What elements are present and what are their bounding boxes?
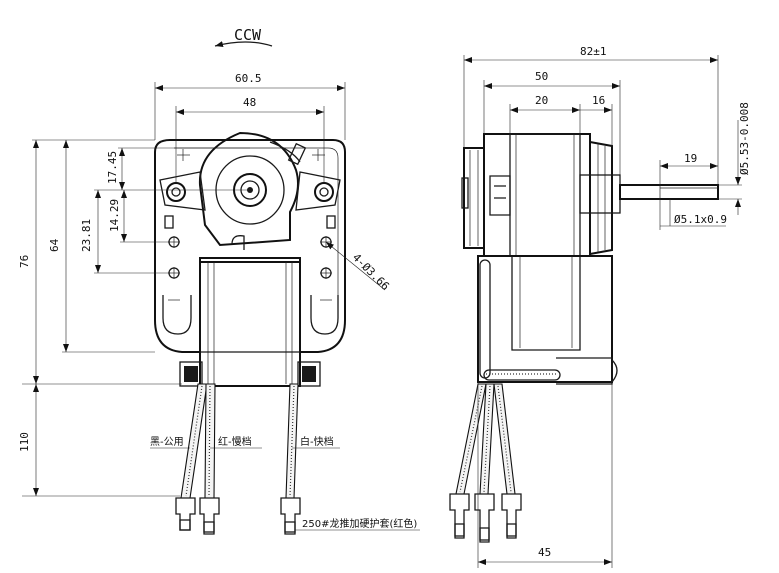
left-mount-boss: [166, 182, 186, 202]
front-view: 60.5 48 76 64 23.81 17.45: [18, 72, 420, 535]
label-black-common: 黑-公用: [150, 436, 184, 448]
dim-overall-length: 82±1: [580, 45, 607, 58]
dim-height-23-81: 23.81: [80, 219, 93, 252]
front-lead-wires: [180, 383, 299, 499]
side-lead-wires: [455, 383, 516, 495]
dim-mount-holes: 4-Ø3.66: [350, 251, 392, 293]
front-center-boss: [198, 131, 299, 247]
rotation-indicator: CCW: [214, 26, 273, 47]
dim-lead-length: 110: [18, 432, 31, 452]
left-slot: [162, 295, 192, 335]
dim-shaft-length: 19: [684, 152, 697, 165]
dim-hole-spacing: 48: [243, 96, 256, 109]
dim-body-length: 50: [535, 70, 548, 83]
side-shaft: [619, 184, 719, 200]
side-front-plate: [463, 147, 485, 249]
rotation-label: CCW: [234, 26, 262, 44]
dim-base-width: 45: [538, 546, 551, 559]
side-view: 82±1 50 20 16 19 Ø5.53-0.008: [449, 45, 751, 568]
wire-labels: 黑-公用 红-慢档 白-快档 250#龙推加硬护套(红色): [150, 435, 420, 531]
dim-flat: Ø5.1x0.9: [674, 213, 727, 226]
dim-overall-width: 60.5: [235, 72, 262, 85]
dim-height-64: 64: [48, 238, 61, 252]
side-terminals: [449, 493, 522, 543]
right-slot: [310, 295, 339, 335]
dim-height-17-45: 17.45: [106, 151, 119, 184]
dim-shaft-dia: Ø5.53-0.008: [738, 102, 751, 175]
front-coil-body: [199, 257, 301, 387]
label-white-fast: 白-快档: [300, 435, 334, 448]
dim-len-16: 16: [592, 94, 605, 107]
front-terminals: [175, 497, 301, 535]
front-dimensions: 60.5 48 76 64 23.81 17.45: [18, 72, 392, 497]
side-dimensions: 82±1 50 20 16 19 Ø5.53-0.008: [463, 45, 751, 568]
label-red-low: 红-慢档: [218, 435, 252, 448]
dim-len-20: 20: [535, 94, 548, 107]
dim-overall-height: 76: [18, 255, 31, 268]
side-rear-plate: [589, 140, 613, 256]
ccw-arrow-icon: [214, 41, 273, 47]
dim-height-14-29: 14.29: [108, 199, 121, 232]
front-mounting-plate: [154, 139, 346, 353]
right-mount-boss: [314, 182, 334, 202]
label-terminal: 250#龙推加硬护套(红色): [302, 517, 417, 530]
side-coil-block: [477, 255, 613, 383]
